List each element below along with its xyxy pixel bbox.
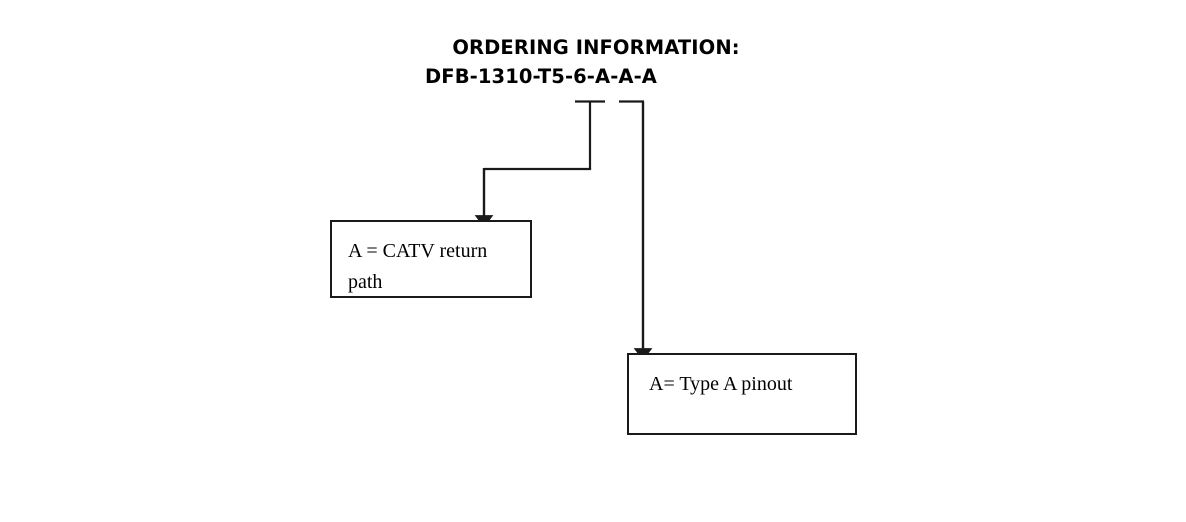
callout-label-type-a-pinout: A= Type A pinout (649, 373, 793, 395)
callout-box-catv-return-path: A = CATV return path (330, 220, 532, 298)
leader-line-catv-return-path (474, 100, 605, 228)
callout-box-type-a-pinout: A= Type A pinout (627, 353, 857, 435)
callout-label-catv-return-path: A = CATV return path (348, 240, 488, 293)
leader-line-type-a-pinout (619, 100, 653, 361)
